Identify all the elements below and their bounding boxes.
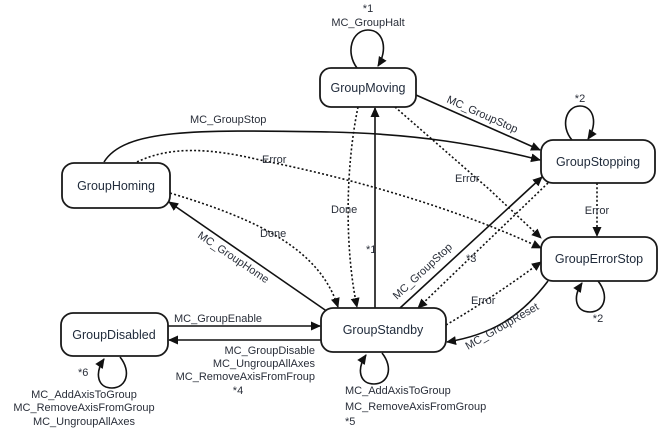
label-moving-to-stopping: MC_GroupStop bbox=[445, 94, 520, 136]
label-standby-to-disabled-1: MC_GroupDisable bbox=[225, 345, 315, 357]
edge-errorstop-self bbox=[573, 280, 606, 313]
label-standby-to-errorstop: Error bbox=[471, 295, 496, 307]
label-errorstop-to-standby: MC_GroupReset bbox=[464, 301, 541, 353]
edge-homing-to-errorstop bbox=[136, 149, 542, 249]
node-group-moving-label: GroupMoving bbox=[330, 81, 405, 95]
node-group-error-stop-label: GroupErrorStop bbox=[555, 252, 643, 266]
node-group-error-stop: GroupErrorStop bbox=[540, 236, 658, 282]
label-stopping-self: *2 bbox=[575, 93, 585, 105]
label-standby-to-disabled-note: *4 bbox=[233, 385, 243, 397]
label-disabled-self-2: MC_RemoveAxisFromGroup bbox=[13, 402, 154, 414]
edge-homing-to-standby bbox=[169, 192, 340, 308]
label-moving-to-errorstop: Error bbox=[455, 173, 480, 185]
node-group-standby-label: GroupStandby bbox=[343, 323, 424, 337]
edge-disabled-self bbox=[95, 356, 128, 389]
label-stopping-to-errorstop: Error bbox=[585, 205, 610, 217]
node-group-standby: GroupStandby bbox=[320, 307, 447, 353]
label-moving-self-note: *1 bbox=[363, 3, 373, 15]
label-homing-to-errorstop: Error bbox=[262, 154, 287, 166]
edge-stopping-to-standby bbox=[417, 182, 549, 309]
node-group-moving: GroupMoving bbox=[319, 67, 417, 108]
label-standby-to-disabled-3: MC_RemoveAxisFromFroup bbox=[176, 371, 315, 383]
label-disabled-self-3: MC_UngroupAllAxes bbox=[33, 416, 136, 428]
node-group-homing: GroupHoming bbox=[61, 162, 171, 209]
node-group-stopping-label: GroupStopping bbox=[556, 155, 640, 169]
label-standby-self-note: *5 bbox=[345, 416, 355, 428]
edge-homing-to-stopping bbox=[103, 130, 541, 163]
label-disabled-to-standby: MC_GroupEnable bbox=[174, 313, 262, 325]
label-disabled-self-note: *6 bbox=[78, 367, 88, 379]
edge-moving-to-errorstop bbox=[394, 106, 542, 239]
node-group-homing-label: GroupHoming bbox=[77, 179, 155, 193]
label-homing-to-standby: Done bbox=[260, 228, 286, 240]
label-standby-self-2: MC_RemoveAxisFromGroup bbox=[345, 401, 486, 413]
edge-standby-to-stopping bbox=[399, 176, 543, 309]
label-moving-self: MC_GroupHalt bbox=[331, 17, 404, 29]
node-group-disabled-label: GroupDisabled bbox=[72, 328, 155, 342]
label-standby-self-1: MC_AddAxisToGroup bbox=[345, 385, 451, 397]
node-group-stopping: GroupStopping bbox=[540, 139, 656, 184]
label-disabled-self-1: MC_AddAxisToGroup bbox=[31, 389, 137, 401]
edge-standby-self bbox=[357, 352, 390, 385]
label-moving-to-standby: Done bbox=[331, 204, 357, 216]
label-stopping-to-standby: *3 bbox=[466, 253, 476, 265]
edge-moving-to-stopping bbox=[415, 94, 541, 151]
label-homing-to-stopping: MC_GroupStop bbox=[190, 114, 266, 126]
edge-standby-to-errorstop bbox=[445, 261, 542, 326]
edge-stopping-self bbox=[564, 105, 597, 141]
label-standby-to-disabled-2: MC_UngroupAllAxes bbox=[213, 358, 316, 370]
node-group-disabled: GroupDisabled bbox=[60, 312, 169, 357]
edge-standby-to-homing bbox=[168, 201, 329, 313]
label-standby-to-moving: *1 bbox=[366, 244, 376, 256]
edge-moving-self bbox=[350, 29, 387, 69]
edge-errorstop-to-standby bbox=[446, 280, 549, 345]
label-errorstop-self: *2 bbox=[593, 313, 603, 325]
label-standby-to-stopping: MC_GroupStop bbox=[391, 241, 455, 302]
